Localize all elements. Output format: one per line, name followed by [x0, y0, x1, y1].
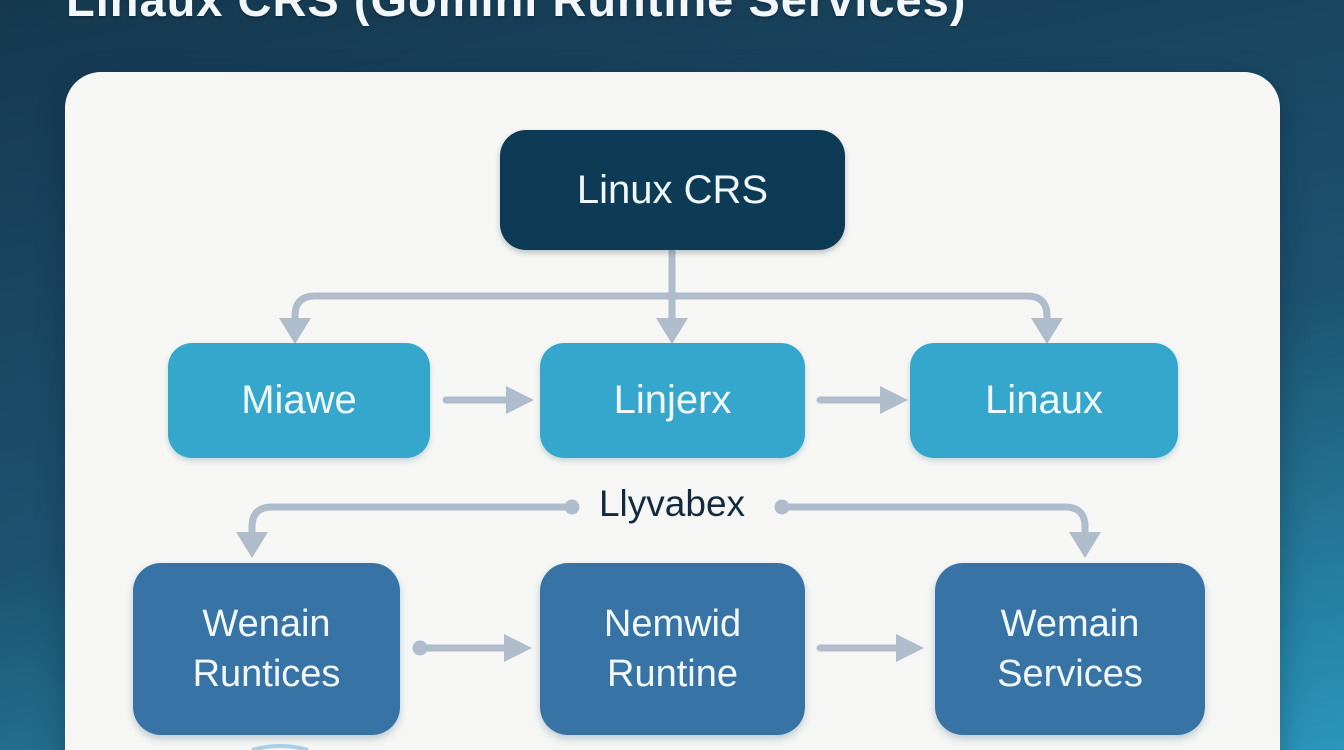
middle-node-3: Linaux	[910, 343, 1178, 458]
middle-node-2: Linjerx	[540, 343, 805, 458]
bottom-node-3-line2: Services	[997, 653, 1143, 695]
bottom-node-3-line1: Wemain	[1000, 602, 1140, 645]
bottom-node-1: Wenain Runtices	[133, 563, 400, 735]
root-node: Linux CRS	[500, 130, 845, 250]
middle-node-1: Miawe	[168, 343, 430, 458]
root-node-label: Linux CRS	[576, 167, 769, 212]
bottom-node-1-line2: Runtices	[192, 653, 341, 695]
center-label: Llyvabex	[598, 483, 746, 524]
middle-node-1-label: Miawe	[241, 378, 357, 422]
page-title: Linaux CRS (Gomini Runtine Services)	[66, 0, 966, 27]
middle-node-3-label: Linaux	[985, 378, 1103, 422]
bottom-node-1-line1: Wenain	[202, 602, 331, 645]
bottom-node-3: Wemain Services	[935, 563, 1205, 735]
bottom-node-2-line1: Nemwid	[603, 602, 742, 645]
bottom-node-2-line2: Runtine	[607, 653, 738, 695]
bottom-node-2: Nemwid Runtine	[540, 563, 805, 735]
middle-node-2-label: Linjerx	[613, 378, 732, 422]
